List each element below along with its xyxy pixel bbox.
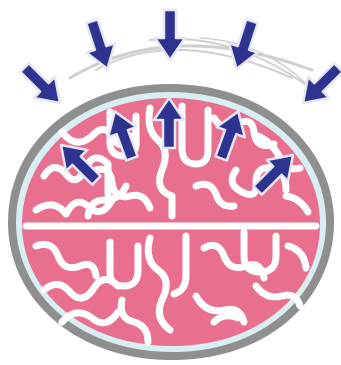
arrow-down-icon [155, 10, 185, 60]
arrow-down-icon [14, 57, 71, 114]
arrow-down-icon [78, 17, 122, 74]
